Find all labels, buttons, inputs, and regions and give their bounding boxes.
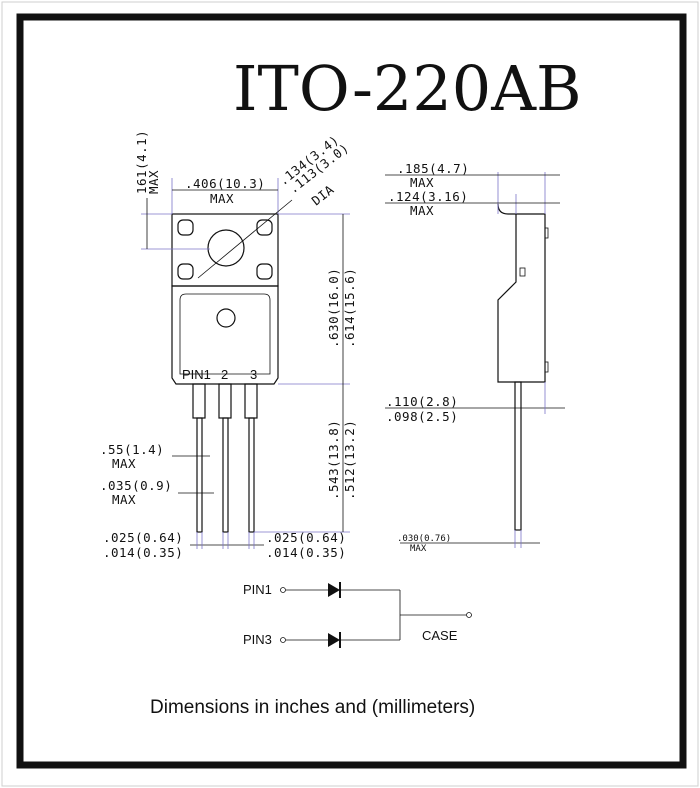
mounting-hole: [207, 229, 245, 267]
dim-body-height-b: .614(15.6): [342, 268, 357, 348]
pin3-terminal: [280, 637, 286, 643]
schematic-case-label: CASE: [422, 628, 458, 643]
dim-depth-a: .185(4.7): [397, 161, 469, 176]
pin2-label: 2: [221, 367, 228, 382]
schematic-pin1-label: PIN1: [243, 582, 272, 597]
body-dimple: [216, 308, 236, 328]
body-inner: [179, 293, 271, 375]
dim-lead-thk-left-a: .025(0.64): [103, 530, 183, 545]
dim-lead-thk-side: .030(0.76): [397, 534, 451, 544]
dim-lead-thk-right-a: .025(0.64): [266, 530, 346, 545]
tab-hole-bottom-left: [177, 263, 194, 280]
dimensions-caption: Dimensions in inches and (millimeters): [150, 697, 475, 718]
dim-lead-height-b: .512(13.2): [342, 420, 357, 500]
dim-tab-height: 161(4.1): [134, 130, 149, 194]
side-lead: [514, 381, 522, 531]
package-title: ITO-220AB: [233, 52, 582, 125]
dim-tab-height-max: MAX: [146, 170, 161, 194]
diode2-symbol: [328, 633, 340, 647]
side-view: .185(4.7) MAX .124(3.16) MAX .110(2.8) .…: [385, 161, 565, 554]
dim-lead-thk-side-max: MAX: [410, 544, 427, 554]
lead2-lower: [222, 417, 229, 533]
body-outline: [171, 285, 279, 385]
lead1-lower: [196, 417, 203, 533]
dim-width: .406(10.3): [185, 176, 265, 191]
pin3-label: 3: [250, 367, 257, 382]
dim-body-height-a: .630(16.0): [326, 268, 341, 348]
case-terminal: [466, 612, 472, 618]
lead3-lower: [248, 417, 255, 533]
diode1-symbol: [328, 583, 340, 597]
dim-lead-width: .55(1.4): [100, 442, 164, 457]
dim-depth-b: .124(3.16): [388, 189, 468, 204]
dim-width-max: MAX: [210, 191, 234, 206]
schematic-pin3-label: PIN3: [243, 632, 272, 647]
dim-lead-pitch-max: MAX: [112, 492, 136, 507]
dim-depth-a-max: MAX: [410, 175, 434, 190]
side-body-outline: [497, 203, 546, 383]
dim-depth-b-max: MAX: [410, 203, 434, 218]
circuit-schematic: PIN1 PIN3 CASE: [243, 582, 472, 648]
tab-hole-top-right: [256, 219, 273, 236]
dim-lead-offset-b: .098(2.5): [386, 409, 458, 424]
tab-hole-top-left: [177, 219, 194, 236]
dim-lead-thk-left-b: .014(0.35): [103, 545, 183, 560]
dim-lead-height-a: .543(13.8): [326, 420, 341, 500]
pin1-label: PIN1: [182, 367, 211, 382]
pin1-terminal: [280, 587, 286, 593]
tab-hole-bottom-right: [256, 263, 273, 280]
dim-lead-offset-a: .110(2.8): [386, 394, 458, 409]
dim-lead-thk-right-b: .014(0.35): [266, 545, 346, 560]
dim-lead-width-max: MAX: [112, 456, 136, 471]
drawing-frame: [16, 13, 687, 769]
dim-lead-pitch: .035(0.9): [100, 478, 172, 493]
